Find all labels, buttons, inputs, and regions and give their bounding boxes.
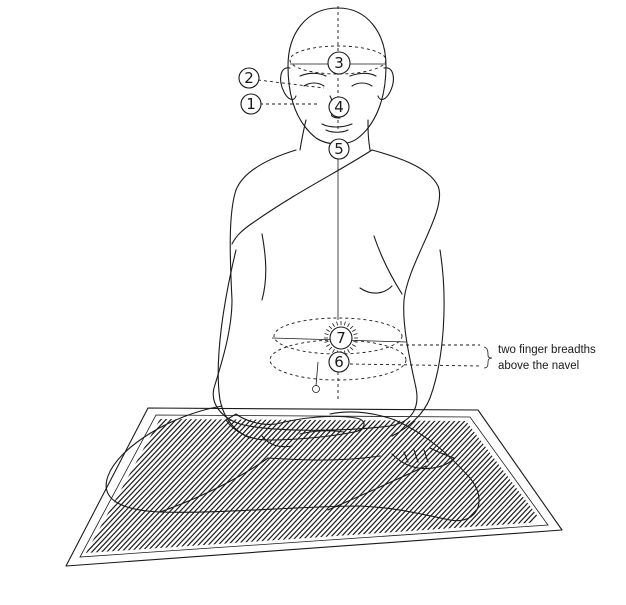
mat-stripe (0, 410, 140, 570)
radiance-tick (326, 345, 329, 347)
mat-stripe (0, 410, 75, 570)
mat-stripe (65, 410, 215, 570)
mat-stripe (0, 410, 100, 570)
mat-stripe (465, 410, 615, 570)
radiance-tick (337, 322, 338, 326)
mat-stripe (90, 410, 240, 570)
mat-stripe (0, 410, 95, 570)
mat-stripe (80, 410, 230, 570)
mat-stripe (0, 410, 130, 570)
radiance-tick (354, 334, 358, 335)
radiance-tick (333, 323, 335, 326)
mat-stripe (0, 410, 20, 570)
radiance-tick (329, 347, 332, 350)
radiance-tick (325, 334, 329, 335)
radiance-tick (350, 326, 353, 329)
radiance-tick (354, 341, 358, 342)
marker-4: 4 (329, 97, 349, 117)
mat-stripe (480, 410, 626, 570)
radiance-tick (352, 345, 355, 347)
marker-1-label: 1 (246, 95, 256, 113)
mat-stripe (95, 410, 245, 570)
mat-stripe (0, 410, 40, 570)
mat-stripe (0, 410, 35, 570)
marker-6: 6 (329, 352, 349, 372)
marker-7: 7 (330, 327, 352, 349)
radiance-tick (329, 326, 332, 329)
radiance-tick (325, 341, 329, 342)
mat-stripe (0, 410, 55, 570)
marker-2-label: 2 (244, 69, 254, 87)
mat-stripe (0, 410, 30, 570)
marker-5-label: 5 (334, 140, 344, 158)
head (281, 8, 394, 150)
mat-stripe (0, 410, 80, 570)
annotation-line-2: above the navel (498, 360, 579, 372)
guide-lines (258, 6, 492, 400)
mat-stripe (0, 410, 25, 570)
marker-3-label: 3 (334, 54, 344, 72)
annotation-line-1: two finger breadths (498, 344, 596, 356)
mat-stripe (125, 410, 275, 570)
mat-stripe (0, 410, 110, 570)
mat-stripes (0, 410, 626, 570)
mat-stripe (0, 410, 85, 570)
torso (213, 150, 444, 438)
mat-stripe (70, 410, 220, 570)
mat-stripe (120, 410, 270, 570)
mat-stripe (470, 410, 620, 570)
mat-stripe (0, 410, 70, 570)
marker-3: 3 (328, 52, 350, 74)
radiance-tick (326, 330, 329, 332)
mat-stripe (105, 410, 255, 570)
mat-stripe (0, 410, 105, 570)
radiance-tick (352, 330, 355, 332)
marker-7-label: 7 (336, 329, 346, 347)
mat-stripe (0, 410, 135, 570)
marker-6-label: 6 (334, 353, 344, 371)
mat-stripe (100, 410, 250, 570)
meditation-mat (0, 408, 626, 570)
mat-stripe (0, 410, 50, 570)
radiance-tick (348, 349, 350, 352)
navel-annotation: two finger breadths above the navel (498, 344, 596, 372)
radiance-tick (344, 322, 345, 326)
marker-1: 1 (241, 94, 261, 114)
radiance-tick (350, 347, 353, 350)
marker-5: 5 (329, 139, 349, 159)
marker-2: 2 (239, 68, 259, 88)
mat-stripe (475, 410, 625, 570)
radiance-tick (348, 323, 350, 326)
mat-stripe (0, 410, 60, 570)
mat-stripe (485, 410, 626, 570)
mat-stripe (0, 410, 65, 570)
marker-4-label: 4 (334, 98, 344, 116)
mat-stripe (0, 410, 45, 570)
